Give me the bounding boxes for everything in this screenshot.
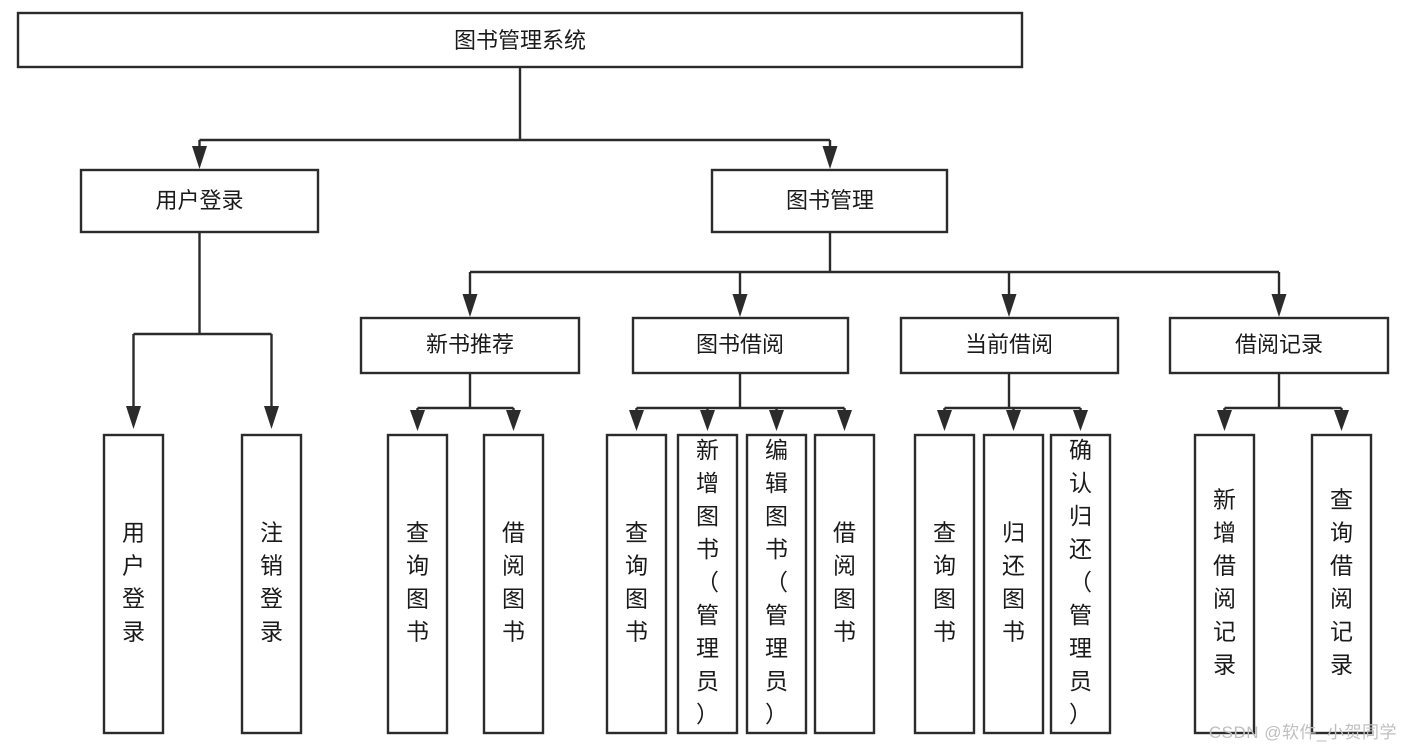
node-leaf-borrow-book-1-box xyxy=(482,433,545,735)
connector-group-new-book-recommend xyxy=(410,373,521,431)
arrow-icon-root-to-user-login xyxy=(192,146,207,169)
node-leaf-add-borrow-record-box xyxy=(1193,433,1256,735)
node-root-box xyxy=(16,11,1024,69)
node-leaf-query-borrow-record-box xyxy=(1310,433,1373,735)
arrow-icon-bb-leaf-3 xyxy=(769,410,784,431)
node-leaf-user-login[interactable]: 用户登录 xyxy=(102,433,165,735)
node-leaf-add-borrow-record-label: 新增借阅记录 xyxy=(1213,487,1236,678)
node-leaf-query-book-1-label: 查询图书 xyxy=(406,520,429,645)
node-leaf-return-book-box xyxy=(982,433,1045,735)
node-leaf-query-borrow-record-label: 查询借阅记录 xyxy=(1330,487,1353,678)
arrow-icon-bb-leaf-4 xyxy=(837,410,852,431)
arrow-icon-br-leaf-2 xyxy=(1334,410,1349,431)
connector-group-book-management xyxy=(462,232,1287,317)
node-leaf-query-book-1-box xyxy=(386,433,449,735)
connector-group-current-borrow xyxy=(937,373,1088,431)
arrow-icon-bb-leaf-1 xyxy=(629,410,644,431)
arrow-icon-user-login-leaf-1 xyxy=(126,406,141,429)
arrow-icon-bm-to-current-borrow xyxy=(1001,294,1017,317)
node-leaf-query-book-2[interactable]: 查询图书 xyxy=(605,433,668,735)
node-leaf-query-book-2-box xyxy=(605,433,668,735)
arrow-icon-bm-to-new-book-recommend xyxy=(462,294,478,317)
arrow-icon-user-login-leaf-2 xyxy=(264,406,279,429)
node-leaf-confirm-return-admin[interactable]: 确认归还（管理员） xyxy=(1049,433,1112,735)
node-leaf-query-book-3-box xyxy=(913,433,976,735)
node-leaf-borrow-book-1[interactable]: 借阅图书 xyxy=(482,433,545,735)
node-current-borrow-label: 当前借阅 xyxy=(965,332,1053,357)
node-user-login-box xyxy=(79,168,320,234)
connector-group-book-borrow xyxy=(629,373,852,431)
connector-group-root xyxy=(192,67,838,169)
csdn-watermark: CSDN @软件_小贺同学 xyxy=(1208,723,1397,742)
node-leaf-add-borrow-record[interactable]: 新增借阅记录 xyxy=(1193,433,1256,735)
node-book-borrow[interactable]: 图书借阅 xyxy=(631,316,850,375)
node-current-borrow-box xyxy=(899,316,1120,375)
node-leaf-borrow-book-2-box xyxy=(813,433,876,735)
arrow-icon-bb-leaf-2 xyxy=(700,410,715,431)
node-current-borrow[interactable]: 当前借阅 xyxy=(899,316,1120,375)
arrow-icon-bm-to-book-borrow xyxy=(732,294,748,317)
node-leaf-confirm-return-admin-label: 确认归还（管理员） xyxy=(1069,437,1092,727)
node-new-book-recommend[interactable]: 新书推荐 xyxy=(359,316,581,375)
arrow-icon-cb-leaf-2 xyxy=(1006,410,1021,431)
node-book-management-label: 图书管理 xyxy=(786,188,874,213)
arrow-icon-nbr-leaf-2 xyxy=(506,410,521,431)
node-new-book-recommend-label: 新书推荐 xyxy=(426,332,514,357)
node-leaf-user-login-label: 用户登录 xyxy=(122,520,145,645)
node-leaf-confirm-return-admin-box xyxy=(1049,433,1112,735)
node-leaf-query-borrow-record[interactable]: 查询借阅记录 xyxy=(1310,433,1373,735)
node-user-login[interactable]: 用户登录 xyxy=(79,168,320,234)
leaf-nodes-group: 用户登录 注销登录 查询图书 借阅图书 查询图书 新增图书（管理员） xyxy=(102,433,1373,735)
node-borrow-record-box xyxy=(1168,316,1390,375)
node-leaf-return-book[interactable]: 归还图书 xyxy=(982,433,1045,735)
node-borrow-record[interactable]: 借阅记录 xyxy=(1168,316,1390,375)
node-book-management-box xyxy=(710,168,949,234)
node-leaf-logout-login-box xyxy=(240,433,303,735)
arrow-icon-cb-leaf-1 xyxy=(937,410,952,431)
node-leaf-user-login-box xyxy=(102,433,165,735)
node-leaf-logout-login-label: 注销登录 xyxy=(260,520,283,645)
node-leaf-add-book-admin-box xyxy=(676,433,739,735)
node-leaf-query-book-2-label: 查询图书 xyxy=(625,520,648,645)
node-new-book-recommend-box xyxy=(359,316,581,375)
node-book-borrow-label: 图书借阅 xyxy=(696,332,784,357)
node-leaf-add-book-admin-label: 新增图书（管理员） xyxy=(696,437,719,727)
node-book-management[interactable]: 图书管理 xyxy=(710,168,949,234)
node-borrow-record-label: 借阅记录 xyxy=(1235,332,1323,357)
node-leaf-edit-book-admin-label: 编辑图书（管理员） xyxy=(765,437,788,727)
node-leaf-borrow-book-1-label: 借阅图书 xyxy=(502,520,525,645)
node-leaf-borrow-book-2[interactable]: 借阅图书 xyxy=(813,433,876,735)
arrow-icon-root-to-book-management xyxy=(822,146,838,169)
node-book-borrow-box xyxy=(631,316,850,375)
node-user-login-label: 用户登录 xyxy=(155,188,243,213)
node-root-book-management-system[interactable]: 图书管理系统 xyxy=(16,11,1024,69)
node-leaf-borrow-book-2-label: 借阅图书 xyxy=(833,520,856,645)
node-root-label: 图书管理系统 xyxy=(454,28,586,53)
node-leaf-edit-book-admin[interactable]: 编辑图书（管理员） xyxy=(745,433,808,735)
node-leaf-query-book-3-label: 查询图书 xyxy=(933,520,956,645)
node-leaf-add-book-admin[interactable]: 新增图书（管理员） xyxy=(676,433,739,735)
connector-group-user-login xyxy=(126,232,279,429)
arrow-icon-br-leaf-1 xyxy=(1217,410,1232,431)
node-leaf-return-book-label: 归还图书 xyxy=(1002,520,1025,645)
connector-group-borrow-record xyxy=(1217,373,1349,431)
arrow-icon-nbr-leaf-1 xyxy=(410,410,425,431)
node-leaf-query-book-1[interactable]: 查询图书 xyxy=(386,433,449,735)
arrow-icon-cb-leaf-3 xyxy=(1073,410,1088,431)
node-leaf-query-book-3[interactable]: 查询图书 xyxy=(913,433,976,735)
arrow-icon-bm-to-borrow-record xyxy=(1271,294,1287,317)
node-leaf-edit-book-admin-box xyxy=(745,433,808,735)
node-leaf-logout-login[interactable]: 注销登录 xyxy=(240,433,303,735)
